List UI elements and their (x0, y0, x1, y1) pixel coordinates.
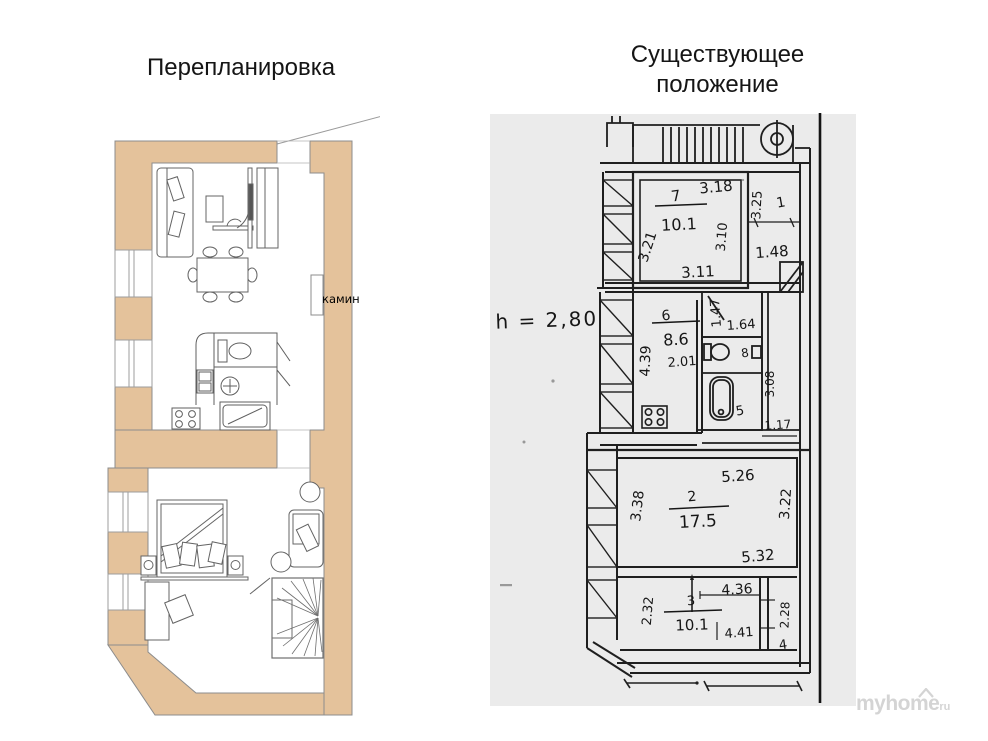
shower (219, 401, 271, 431)
room6-number: 6 (661, 308, 672, 325)
scan-noise (500, 178, 745, 587)
watermark-name: myhome (856, 692, 940, 715)
room2-dim-top: 5.26 (721, 466, 756, 486)
right-corridor (697, 261, 804, 444)
fireplace-niche (310, 274, 324, 316)
door-leaf (276, 341, 291, 362)
wall-hatch (586, 179, 634, 619)
room2-dim-bottom: 5.32 (740, 546, 775, 567)
wall-left-seg (107, 609, 149, 646)
room7-dim-right: 3.10 (714, 222, 731, 252)
door-leaf (249, 577, 271, 595)
wall-left-seg (107, 467, 149, 493)
toilet (228, 342, 252, 360)
room3-dim-right: 2.28 (778, 601, 793, 628)
room7-dim-bottom: 3.11 (681, 262, 715, 282)
wall-left-seg (114, 386, 153, 431)
labels: h = 2,80 7 10.1 3.18 3.21 3.11 3.10 3.25… (495, 177, 795, 654)
bottom-dimensions (623, 678, 803, 692)
watermark: myhomeru (856, 688, 986, 726)
scan-paper (490, 114, 856, 706)
wardrobe (271, 577, 324, 659)
leader-line (276, 116, 380, 145)
bath-dim-bottom: 1.17 (764, 417, 792, 433)
door-openings (277, 140, 310, 469)
bathtub (709, 376, 734, 421)
bath-dim-right: 3.08 (763, 371, 777, 398)
bath-number: 5 (735, 403, 746, 419)
watermark-tld: ru (939, 701, 951, 713)
ceiling-height-label: h = 2,80 (495, 306, 598, 334)
nightstands (140, 555, 249, 581)
armchair (270, 481, 324, 573)
room3-dim-mid: 4.41 (724, 625, 754, 642)
house-icon (918, 688, 934, 698)
room6-area: 8.6 (663, 329, 689, 349)
wall-mid-band (114, 429, 278, 469)
replanning-floorplan: камин (107, 116, 380, 716)
hall-number: 1 (775, 194, 787, 211)
tv (248, 183, 254, 221)
wc-number: 8 (740, 346, 750, 361)
door-symbol (779, 261, 804, 293)
hall-dim-side: 3.25 (749, 190, 765, 220)
room7-number: 7 (670, 186, 682, 205)
walls (107, 140, 353, 716)
room6-dim-under: 2.01 (667, 354, 697, 371)
wall-right (309, 140, 353, 716)
room3-area: 10.1 (675, 615, 709, 634)
cabinet (256, 167, 279, 249)
staircase (606, 116, 810, 163)
room2-dim-right: 3.22 (777, 488, 795, 520)
room2-dim-left: 3.38 (628, 490, 648, 523)
sofa (156, 167, 194, 258)
toilet-tank (217, 339, 228, 363)
room7-area: 10.1 (661, 214, 698, 235)
bathroom (195, 332, 291, 405)
spiral-stair-icon (760, 120, 794, 158)
windows (107, 249, 153, 611)
right-plan-title: Существующее положение (630, 41, 805, 98)
room3-dim-left: 2.32 (640, 596, 657, 626)
stove-icon (641, 405, 668, 429)
room7-dim-top: 3.18 (698, 177, 733, 198)
wall-bottom (107, 644, 325, 716)
toilet (710, 343, 730, 361)
pouf (270, 551, 292, 573)
fireplace-label: камин (322, 292, 360, 306)
dining-table (187, 246, 258, 303)
wall-left-seg (114, 296, 153, 341)
left-plan-title: Перепланировка (147, 54, 336, 81)
pouf (299, 481, 321, 503)
room2-area: 17.5 (679, 511, 718, 533)
closet-dim-w: 1.64 (726, 317, 756, 334)
room3-number: 3 (686, 594, 696, 610)
room3-outline (699, 577, 775, 650)
desk-tv (212, 167, 254, 249)
door-leaf (276, 369, 291, 387)
room4-number: 4 (778, 637, 788, 653)
room7-outline (631, 170, 800, 290)
wc-sink (751, 345, 762, 359)
room6-dim-left: 4.39 (637, 345, 654, 377)
hall-dim-bottom: 1.48 (755, 242, 790, 262)
room3-dim-top: 4.36 (721, 581, 753, 599)
existing-floorplan: h = 2,80 7 10.1 3.18 3.21 3.11 3.10 3.25… (490, 113, 856, 706)
bedroom-desk (144, 581, 194, 641)
kitchen-stove (171, 407, 201, 430)
bed (156, 499, 228, 578)
wall-picture (205, 195, 224, 223)
room2-number: 2 (687, 489, 698, 506)
closet-dim-h: 1.47 (708, 298, 725, 328)
